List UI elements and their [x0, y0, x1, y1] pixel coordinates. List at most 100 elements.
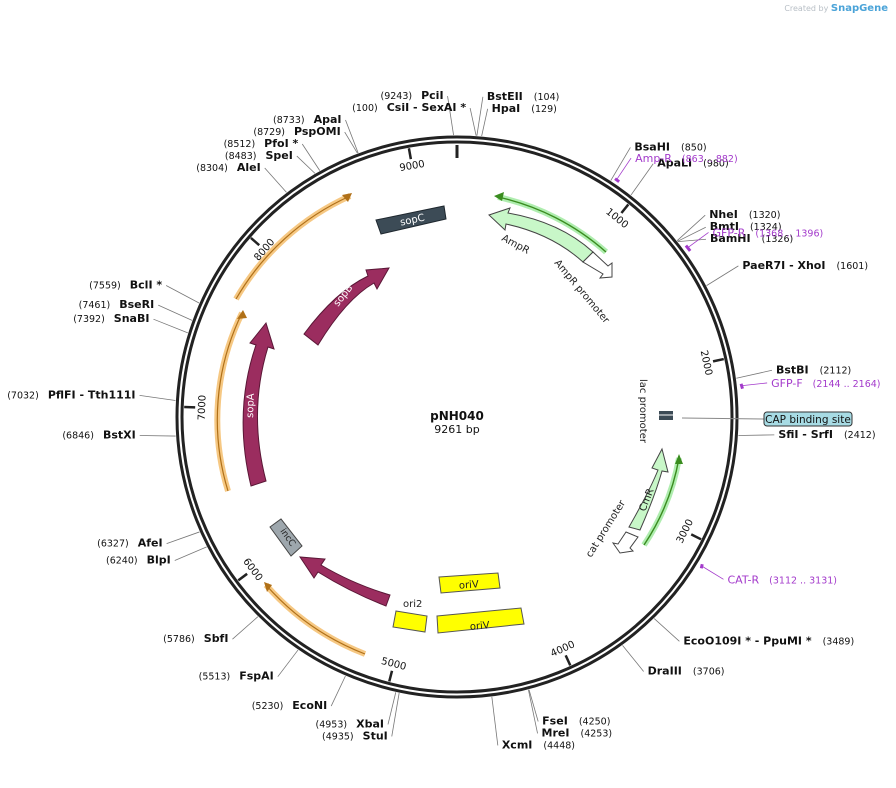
site-leader — [736, 369, 773, 379]
feature-sopC — [375, 205, 447, 235]
restriction-site-label: BsaHI (850) — [634, 140, 706, 153]
green-arc-arrow-1-head — [494, 192, 504, 201]
site-leader — [676, 214, 706, 242]
orange-arc-arrow-1 — [233, 193, 352, 301]
primer-mark — [739, 383, 744, 390]
feature-label-sopC: sopC — [399, 213, 425, 229]
restriction-site-label: (6846) BstXI — [62, 429, 135, 442]
feature-ori2 — [392, 610, 428, 633]
tick-mark — [237, 572, 248, 582]
site-leader — [391, 692, 400, 737]
orange-arc-arrow-1-head — [342, 193, 352, 202]
restriction-site-label: (7461) BseRI — [79, 298, 155, 311]
tick-mark — [564, 654, 572, 666]
restriction-site-label: (8512) PfoI * — [224, 137, 299, 150]
orange-arc-arrow-1-core — [235, 195, 351, 300]
site-leader — [677, 226, 706, 242]
restriction-site-label: HpaI (129) — [492, 102, 557, 115]
restriction-site-label: (4953) XbaI — [315, 717, 383, 730]
restriction-site-label: EcoO109I * - PpuMI * (3489) — [683, 634, 854, 647]
feature-oriV-lower — [436, 607, 525, 634]
green-arc-arrow-2-core — [643, 457, 680, 546]
restriction-site-label: SfiI - SrfI (2412) — [778, 428, 875, 441]
site-leader — [677, 238, 707, 243]
site-leader — [139, 435, 176, 437]
feature-label-oriV-lower: oriV — [469, 620, 490, 633]
feature-cat-promoter — [611, 531, 639, 554]
site-leader — [447, 95, 454, 136]
site-leader — [630, 163, 654, 196]
site-leader — [165, 285, 200, 304]
restriction-site-label: (8733) ApaI — [273, 113, 342, 126]
primer-label: GFP-F(2144 .. 2164) — [771, 377, 880, 390]
site-leader — [330, 675, 346, 707]
tick-mark — [712, 357, 725, 363]
restriction-site-label: NheI (1320) — [709, 208, 780, 221]
restriction-site-label: ApaLI (980) — [657, 157, 729, 170]
tick-mark — [407, 148, 413, 160]
restriction-site-label: (8304) AleI — [196, 161, 260, 174]
restriction-site-label: BmtI (1324) — [710, 220, 782, 233]
restriction-site-label: FseI (4250) — [542, 714, 610, 727]
snapgene-credit: Created by SnapGene — [784, 3, 888, 14]
feature-AmpR — [488, 207, 594, 263]
site-leader — [174, 546, 207, 561]
feature-oriV-upper — [438, 572, 501, 594]
site-leader — [296, 155, 316, 174]
restriction-site-label: (100) CsiI - SexAI * — [352, 101, 466, 114]
site-leader — [153, 318, 188, 334]
credit-prefix: Created by — [784, 4, 829, 13]
primer-leader — [616, 157, 632, 180]
feature-label-CmR: CmR — [638, 487, 657, 513]
cap-binding-site-leader — [681, 417, 765, 420]
feature-label-sopA: sopA — [245, 393, 257, 418]
site-leader — [387, 692, 397, 725]
site-leader — [277, 649, 299, 677]
tick-mark — [250, 237, 261, 247]
site-leader — [653, 618, 680, 642]
restriction-site-label: (5230) EcoNI — [252, 699, 328, 712]
feature-CmR — [628, 447, 669, 531]
site-leader — [610, 147, 631, 181]
backbone-outer — [175, 135, 739, 699]
site-leader — [264, 167, 287, 193]
tick-label: 9000 — [399, 159, 426, 174]
feature-label-AmpR: AmpR — [500, 233, 532, 257]
plasmid-size: 9261 bp — [434, 423, 479, 436]
restriction-site-label: (4935) StuI — [322, 729, 388, 742]
restriction-site-label: (5786) SbfI — [163, 632, 228, 645]
restriction-sites: BstEII (104)HpaI (129) BsaHI (850) ApaLI (… — [7, 89, 875, 751]
feature-sopA — [242, 321, 275, 487]
restriction-site-label: (8729) PspOMI — [253, 125, 340, 138]
site-leader — [345, 119, 359, 154]
tick-label: 7000 — [197, 395, 209, 421]
tick-label: 4000 — [549, 639, 577, 660]
site-leader — [344, 131, 358, 154]
primer-label: Amp-R(863 .. 882) — [635, 152, 738, 165]
primer-mark — [684, 244, 692, 252]
primer-leader — [741, 382, 768, 387]
site-leader — [476, 96, 484, 136]
feature-label-oriV-upper: oriV — [459, 579, 480, 591]
plasmid-name: pNH040 — [430, 409, 484, 423]
primer-label: GFP-R(1368 .. 1396) — [713, 226, 824, 239]
feature-AmpR-promoter — [582, 251, 613, 279]
orange-arc-arrow-3-head — [264, 582, 272, 592]
site-leader — [469, 107, 477, 136]
feature-label-ori2: ori2 — [403, 599, 422, 610]
feature-label-lac-promoter: lac promoter — [637, 379, 648, 444]
orange-arc-arrow-2-head — [237, 310, 247, 319]
tick-mark — [620, 203, 630, 214]
green-arc-arrow-2-head — [675, 454, 683, 464]
tick-label: 6000 — [240, 556, 264, 583]
feature-sopB — [303, 267, 390, 346]
tick-label: 1000 — [603, 207, 630, 232]
orange-arc-arrow-2-core — [216, 312, 243, 492]
orange-arc-arrow-3-core — [265, 584, 366, 655]
restriction-site-label: BstEII (104) — [487, 90, 559, 103]
tick-label: 5000 — [380, 656, 407, 673]
restriction-site-label: (7559) BclI * — [89, 278, 162, 291]
primer-mark — [614, 177, 621, 183]
site-leader — [738, 434, 775, 436]
